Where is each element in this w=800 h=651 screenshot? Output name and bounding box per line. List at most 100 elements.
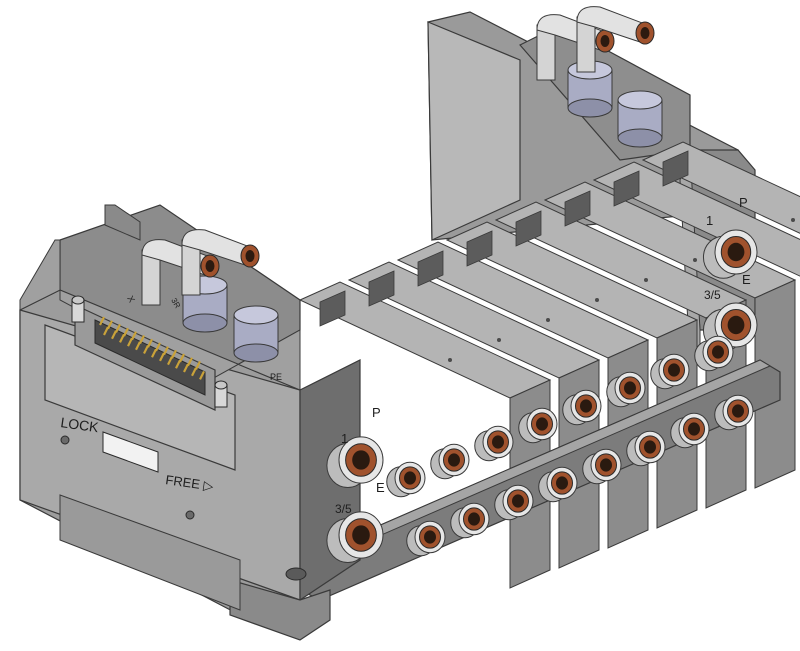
output-fitting-b [430, 443, 470, 480]
fitting-hole [732, 404, 744, 418]
silencer-base [567, 98, 613, 118]
fitting-hole [727, 242, 745, 262]
silencer-cap [617, 90, 663, 110]
fitting-hole [644, 440, 656, 454]
station-dot [644, 278, 648, 282]
fitting-hole [600, 458, 612, 472]
silencer-base [233, 343, 279, 363]
station-dot [497, 338, 501, 342]
port-35-label-right: 3/5 [704, 288, 721, 302]
port-e-label-left: E [376, 480, 385, 495]
left-end-block [19, 204, 361, 641]
station-dot [546, 318, 550, 322]
output-fitting-b [606, 371, 646, 408]
port-35-label-left: 3/5 [335, 502, 352, 516]
connector-pin [143, 345, 149, 354]
fitting-hole [424, 530, 436, 544]
output-fitting-a [494, 484, 534, 521]
output-fitting-a [670, 412, 710, 449]
fitting-hole [712, 345, 724, 359]
station-slot [417, 250, 444, 287]
connector-pin [159, 352, 165, 362]
elbow-hole [640, 27, 650, 39]
port-1-label-left: 1 [341, 431, 348, 446]
fitting-hole [492, 435, 504, 449]
silencer [233, 305, 279, 363]
port-p-label-left: P [372, 405, 381, 420]
fitting-hole [624, 381, 636, 395]
port-e-label-right: E [742, 272, 751, 287]
fitting-hole [580, 399, 592, 413]
connector-pin [183, 363, 189, 373]
elbow-hole [245, 250, 255, 262]
connector-pin [103, 326, 109, 336]
connector-pin [175, 359, 181, 369]
d-sub-connector-pins [99, 316, 205, 380]
output-fitting-b [650, 353, 690, 390]
connector-screw-posts [71, 295, 228, 408]
output-fitting-a [450, 502, 490, 539]
side-fitting-e-left [326, 511, 384, 563]
free-label: FREE ▷ [165, 472, 215, 494]
station-dot [595, 298, 599, 302]
side-fitting-p-right [702, 229, 758, 279]
tag-x-label: X [125, 294, 137, 304]
fitting-hole [352, 525, 370, 545]
station-slot [564, 190, 591, 227]
valve-station [641, 141, 800, 234]
fitting-hole [727, 315, 745, 335]
silencer-base [617, 128, 663, 148]
station-dot [693, 258, 697, 262]
fitting-hole [404, 471, 416, 485]
station-slot [515, 210, 542, 247]
connector-pin [99, 316, 105, 326]
fitting-hole [688, 422, 700, 436]
station-dot [448, 358, 452, 362]
fitting-hole [668, 363, 680, 377]
fitting-hole [556, 476, 568, 490]
output-fitting-b [518, 407, 558, 444]
connector-pin [199, 370, 205, 380]
station-slot [319, 290, 346, 327]
fitting-hole [352, 450, 370, 470]
output-fitting-b [694, 335, 734, 372]
lock-label: LOCK [60, 414, 101, 435]
connector-pin [127, 337, 133, 347]
connector-pin [191, 367, 197, 377]
fitting-hole [468, 512, 480, 526]
silencer [617, 90, 663, 148]
silencer-cap [233, 305, 279, 325]
connector-pin [119, 333, 125, 343]
connector-pin [151, 348, 157, 358]
port-1-label-right: 1 [706, 213, 713, 228]
side-fitting-p-left [326, 436, 384, 488]
station-slot [368, 270, 395, 307]
station-slot [466, 230, 493, 267]
output-fitting-a [582, 448, 622, 485]
port-p-label-right: P [739, 195, 748, 210]
station-slot [613, 170, 640, 207]
elbow-fitting [181, 229, 260, 296]
output-fitting-a [406, 520, 446, 557]
connector-pin [167, 356, 173, 366]
elbow-fittings [141, 6, 655, 306]
push-in-fittings [326, 229, 758, 563]
fitting-hole [536, 417, 548, 431]
output-fitting-a [714, 394, 754, 431]
elbow-fitting [576, 6, 655, 73]
station-slot [662, 150, 689, 187]
fitting-hole [448, 453, 460, 467]
station-dot [791, 218, 795, 222]
connector-pin [111, 330, 117, 340]
output-fitting-b [562, 389, 602, 426]
elbow-hole [600, 35, 610, 47]
connector-pin [135, 341, 141, 351]
elbow-hole [205, 260, 215, 272]
silencer-base [182, 313, 228, 333]
output-fitting-a [626, 430, 666, 467]
fitting-hole [512, 494, 524, 508]
labels: LOCK FREE ▷ 1 P 3/5 E 1 P 3/5 E X PE 3R [60, 195, 751, 516]
tag-pe-label: PE [270, 372, 282, 382]
